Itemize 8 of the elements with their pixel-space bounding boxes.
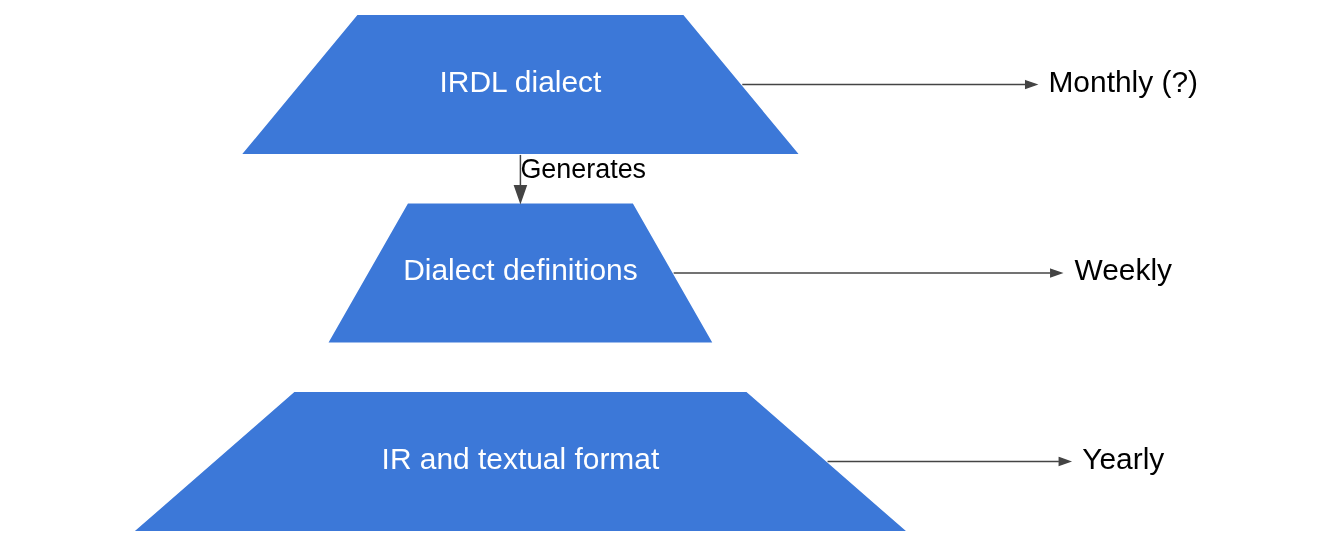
edge-label: Generates bbox=[520, 153, 647, 184]
node-text: Monthly (?) bbox=[1048, 65, 1199, 98]
node-text: Yearly bbox=[1082, 441, 1165, 475]
arrow bbox=[826, 456, 1073, 467]
arrow bbox=[741, 79, 1039, 90]
arrow bbox=[513, 154, 528, 205]
arrow bbox=[672, 268, 1064, 278]
node-text: Weekly bbox=[1074, 253, 1173, 287]
